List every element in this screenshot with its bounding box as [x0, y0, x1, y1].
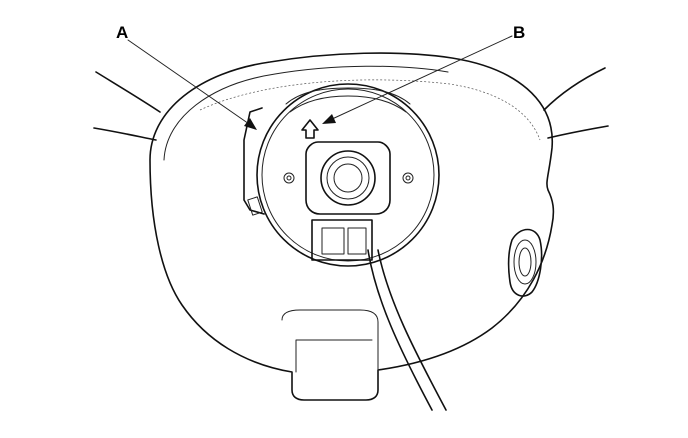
cable-reel-outer-ring [256, 83, 440, 267]
callout-a: A [116, 23, 257, 130]
left-bracket [243, 107, 265, 216]
hub-outer [320, 150, 376, 206]
callout-a-label: A [116, 23, 128, 42]
rotor-plate [305, 141, 391, 215]
connector-socket-right [347, 227, 367, 255]
left-bracket-outline [243, 107, 265, 215]
hub-middle [326, 156, 370, 200]
harness-wires [367, 249, 447, 411]
callout-a-arrowhead [244, 118, 257, 130]
cable-reel-inner-ring [261, 88, 435, 262]
cable-reel-top-shoulder-inner [289, 95, 407, 113]
housing-seam [199, 79, 541, 141]
screw-right-center [405, 175, 411, 181]
alignment-arrow-icon [301, 119, 319, 139]
wheel-spokes [93, 67, 609, 141]
left-lower-spoke [93, 127, 157, 141]
housing-bottom-tab-inner [295, 339, 373, 373]
side-switch-knob [513, 239, 537, 285]
side-switch-knob-center [518, 247, 532, 277]
cable-reel [256, 83, 440, 267]
housing-outline [149, 52, 555, 401]
connector-socket-left [321, 227, 345, 255]
callout-b: B [322, 23, 525, 124]
left-upper-spoke [95, 71, 161, 113]
left-bracket-clip [247, 196, 263, 216]
callout-b-label: B [513, 23, 525, 42]
screw-left [283, 172, 295, 184]
screw-left-center [286, 175, 292, 181]
connector-block [311, 219, 373, 261]
callout-b-leader [329, 35, 513, 121]
housing-bottom-tab [281, 309, 379, 371]
right-upper-spoke [543, 67, 606, 111]
screw-right [402, 172, 414, 184]
hub-inner [333, 163, 363, 193]
wire-2 [377, 249, 447, 411]
hub-housing [149, 52, 555, 401]
callout-a-leader [127, 39, 253, 127]
wire-1 [367, 249, 433, 411]
side-switch-body [507, 228, 543, 297]
housing-inner-edge [163, 65, 449, 161]
callout-b-arrowhead [322, 114, 336, 124]
side-switch [507, 228, 543, 297]
right-lower-spoke [547, 125, 609, 139]
cable-reel-top-shoulder [285, 87, 411, 105]
